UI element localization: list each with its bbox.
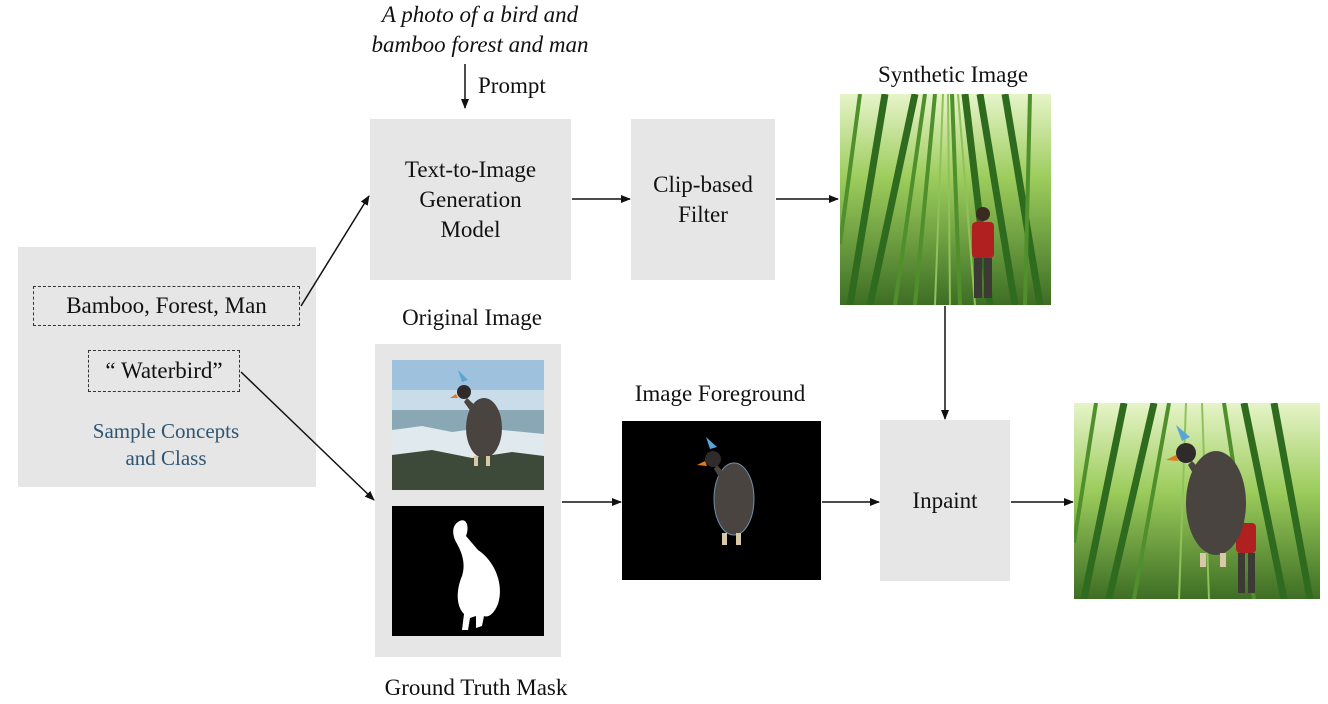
synthetic-image-label: Synthetic Image xyxy=(877,62,1029,87)
original-image xyxy=(392,360,544,490)
result-image xyxy=(1074,403,1320,599)
clip-filter-label: Clip-based Filter xyxy=(653,171,753,227)
arrow-class-to-original xyxy=(240,371,375,501)
ground-truth-mask xyxy=(392,506,544,636)
prompt-text-line1: A photo of a bird and xyxy=(381,2,579,27)
concepts-caption: Sample Concepts and Class xyxy=(92,419,240,470)
image-foreground-label: Image Foreground xyxy=(634,381,806,406)
concept-tags: Bamboo, Forest, Man xyxy=(33,286,300,326)
prompt-text-line2: bamboo forest and man xyxy=(371,32,589,57)
class-label: “ Waterbird” xyxy=(88,350,240,392)
t2i-model-label: Text-to-Image Generation Model xyxy=(404,156,537,242)
t2i-model-box xyxy=(370,119,571,280)
arrow-concepts-to-t2i xyxy=(300,195,370,307)
prompt-label: Prompt xyxy=(478,73,546,98)
clip-filter-box xyxy=(631,119,775,280)
inpaint-label: Inpaint xyxy=(912,487,978,513)
concepts-panel xyxy=(18,247,316,487)
inpaint-box xyxy=(880,420,1010,581)
image-foreground xyxy=(622,421,821,580)
synthetic-image xyxy=(840,94,1051,305)
ground-truth-mask-label: Ground Truth Mask xyxy=(384,675,568,700)
original-image-label: Original Image xyxy=(402,305,542,330)
